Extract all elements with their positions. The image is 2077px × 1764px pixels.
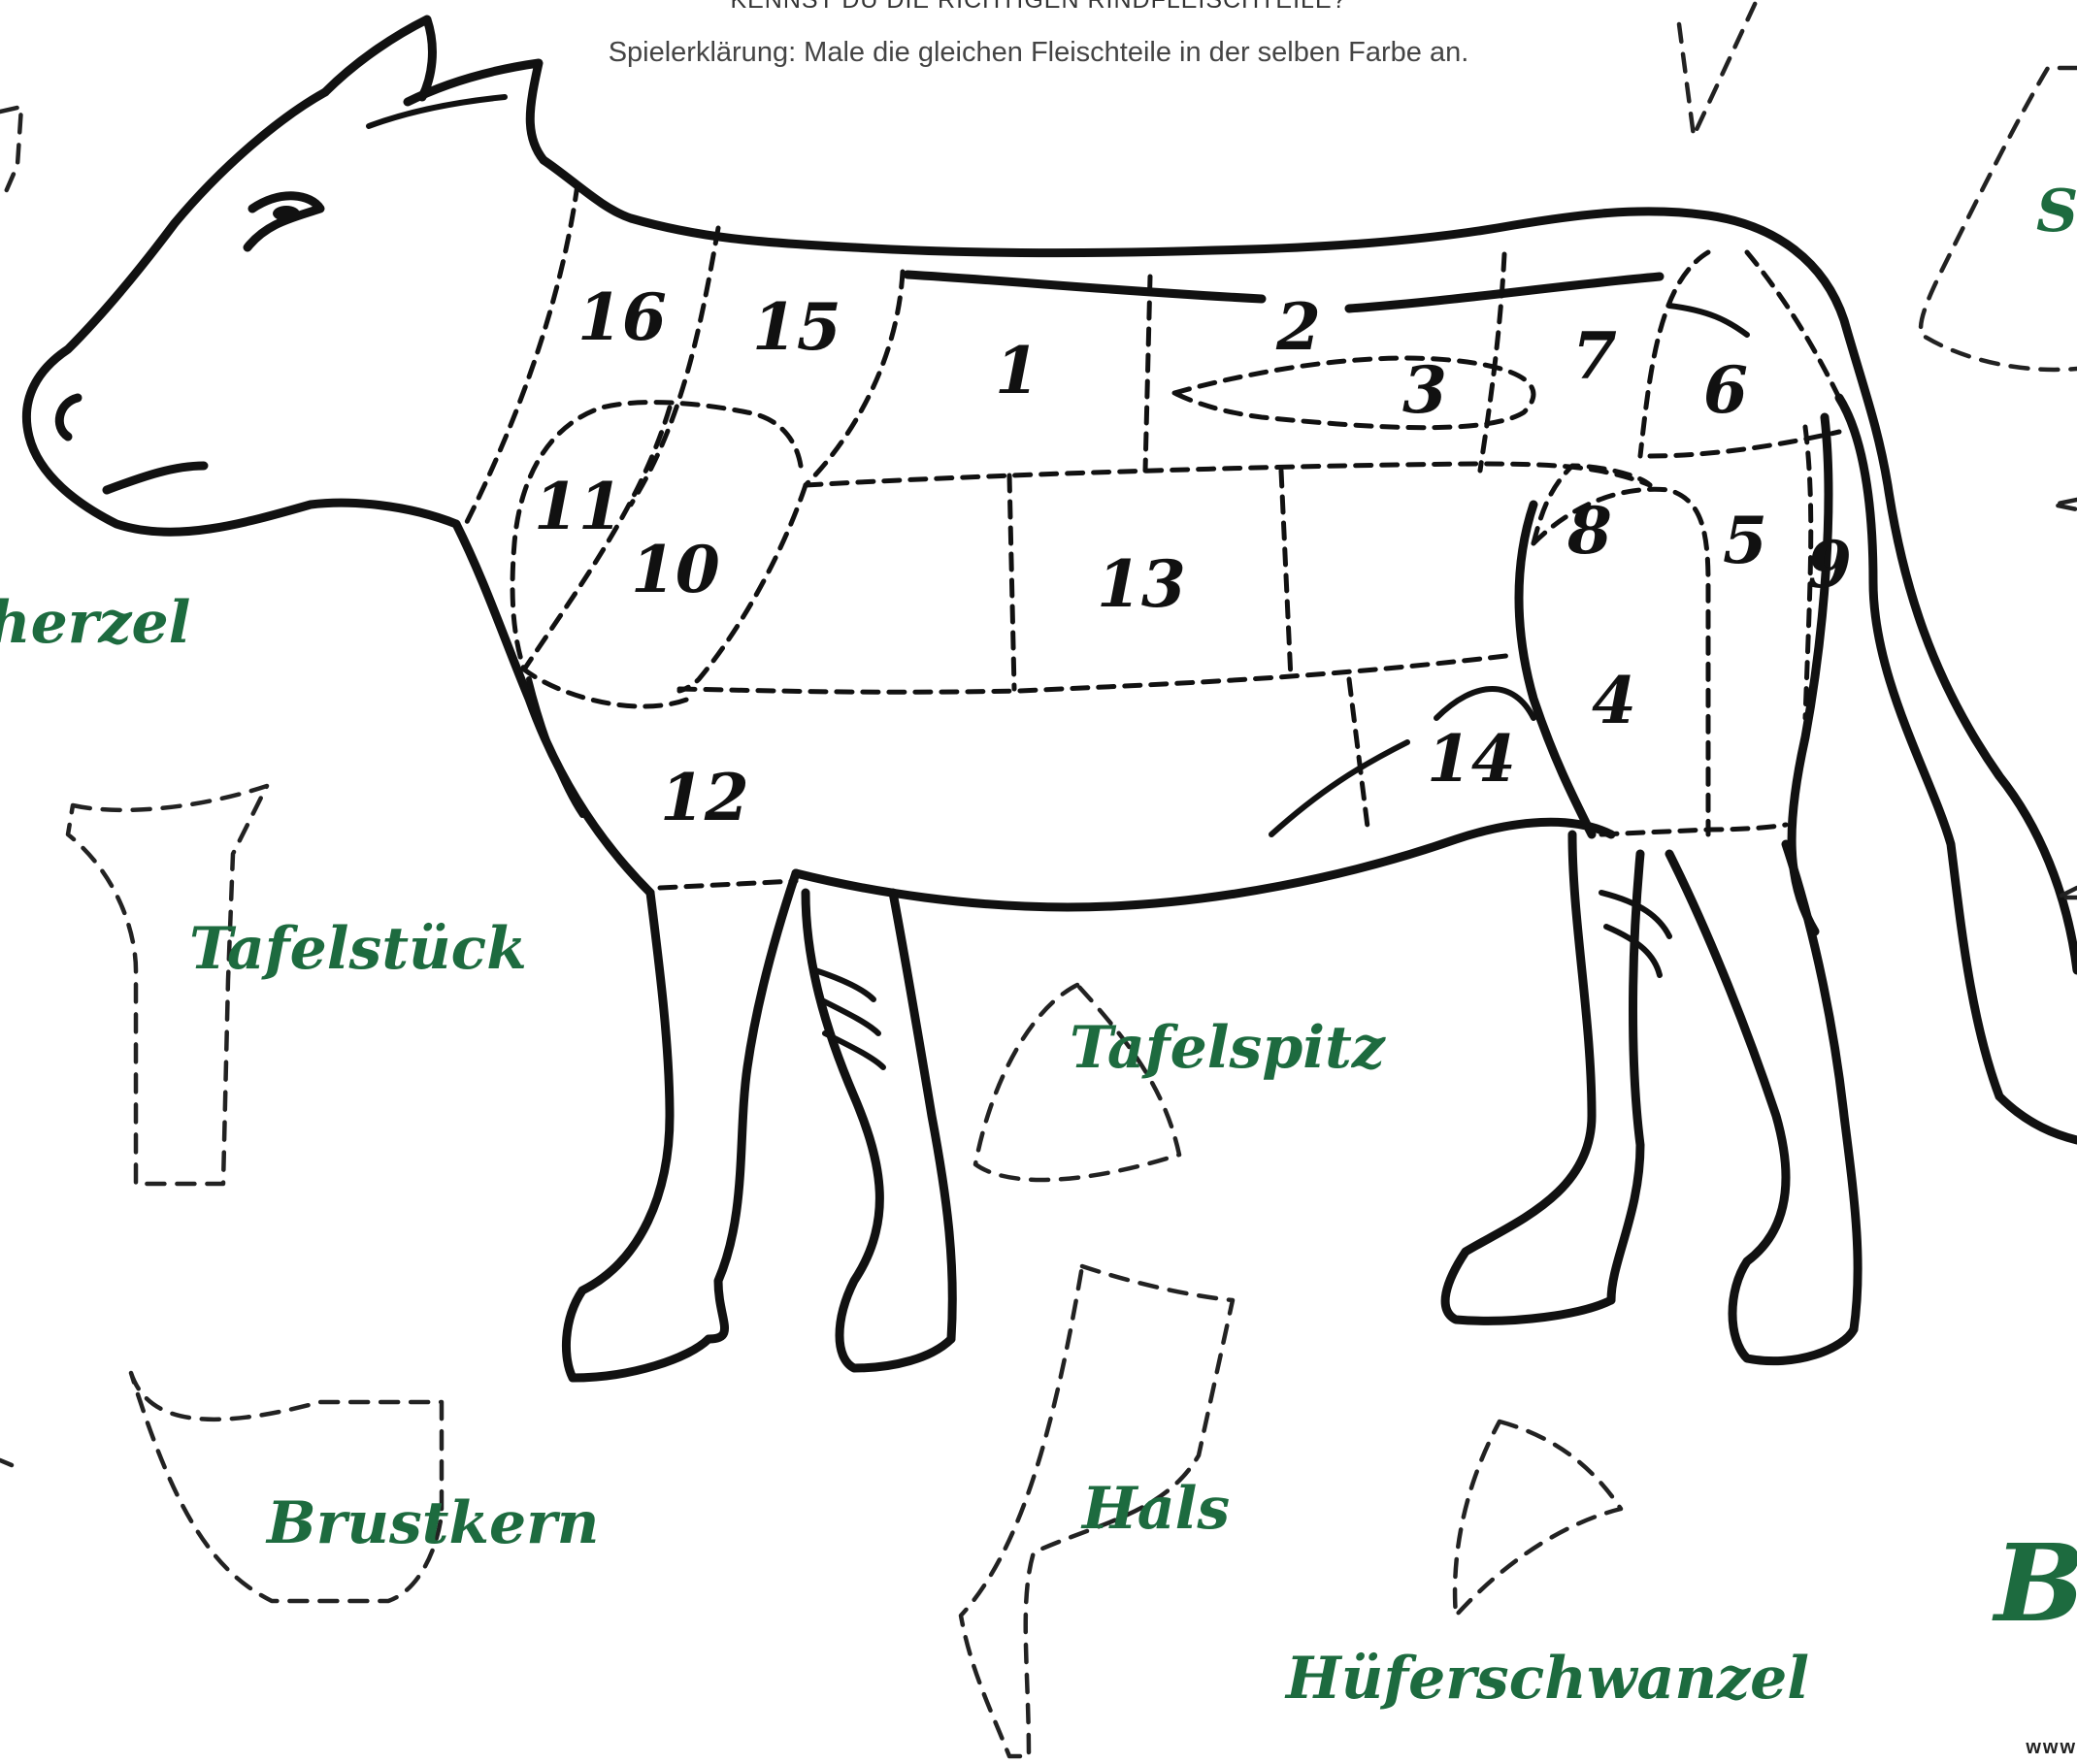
cut-number-5: 5 bbox=[1723, 503, 1767, 578]
cut-number-6: 6 bbox=[1703, 352, 1748, 428]
cut-number-12: 12 bbox=[660, 760, 749, 835]
cut-number-14: 14 bbox=[1427, 721, 1516, 797]
label-tafelstueck: Tafelstück bbox=[189, 915, 527, 983]
label-partial-b: B bbox=[1992, 1520, 2077, 1646]
cut-number-1: 1 bbox=[995, 333, 1039, 408]
label-tafelspitz: Tafelspitz bbox=[1070, 1014, 1387, 1082]
cut-number-2: 2 bbox=[1275, 289, 1321, 365]
cut-numbers: 1 2 3 4 5 6 7 8 9 10 11 12 13 14 15 16 bbox=[534, 279, 1852, 835]
label-hals: Hals bbox=[1080, 1475, 1230, 1543]
cut-number-7: 7 bbox=[1572, 318, 1617, 394]
label-hueferschwanzel: Hüferschwanzel bbox=[1284, 1645, 1809, 1713]
cut-number-16: 16 bbox=[577, 279, 667, 355]
cut-number-4: 4 bbox=[1592, 663, 1636, 738]
cut-number-9: 9 bbox=[1807, 527, 1852, 603]
cut-number-10: 10 bbox=[631, 532, 720, 607]
cut-number-8: 8 bbox=[1566, 493, 1612, 569]
cut-number-15: 15 bbox=[752, 289, 841, 365]
cow-outline bbox=[26, 19, 2077, 1378]
cut-number-3: 3 bbox=[1402, 352, 1447, 428]
label-brustkern: Brustkern bbox=[265, 1489, 599, 1557]
cut-number-11: 11 bbox=[534, 469, 623, 544]
label-scherzel-partial: herzel bbox=[0, 589, 190, 657]
footer-url: www bbox=[2026, 1737, 2077, 1759]
cut-number-13: 13 bbox=[1097, 546, 1186, 622]
label-partial-s: S bbox=[2036, 178, 2077, 245]
